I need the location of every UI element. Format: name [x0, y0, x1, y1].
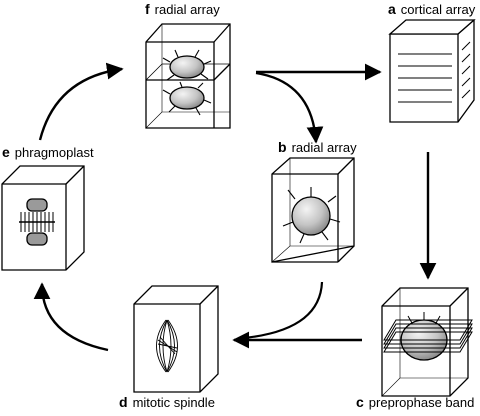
daughter-nucleus-icon	[26, 198, 48, 212]
nucleus-icon	[169, 86, 205, 110]
cell-b-radial-array	[271, 157, 355, 263]
arrow-e-to-f	[38, 62, 124, 141]
cell-a-cortical-array	[388, 19, 476, 123]
arrow-d-to-e	[33, 282, 109, 352]
nucleus-icon	[291, 196, 331, 236]
arrow-f-to-b	[255, 71, 324, 144]
cell-e-phragmoplast	[1, 165, 85, 271]
cell-f-radial-array	[145, 23, 231, 129]
cell-d-mitotic-spindle	[133, 285, 219, 393]
daughter-nucleus-icon	[26, 232, 48, 246]
cycle-arrows	[33, 62, 437, 352]
nucleus-icon	[169, 55, 205, 79]
arrow-b-to-d	[243, 281, 324, 340]
cell-c-preprophase-band	[381, 287, 473, 397]
